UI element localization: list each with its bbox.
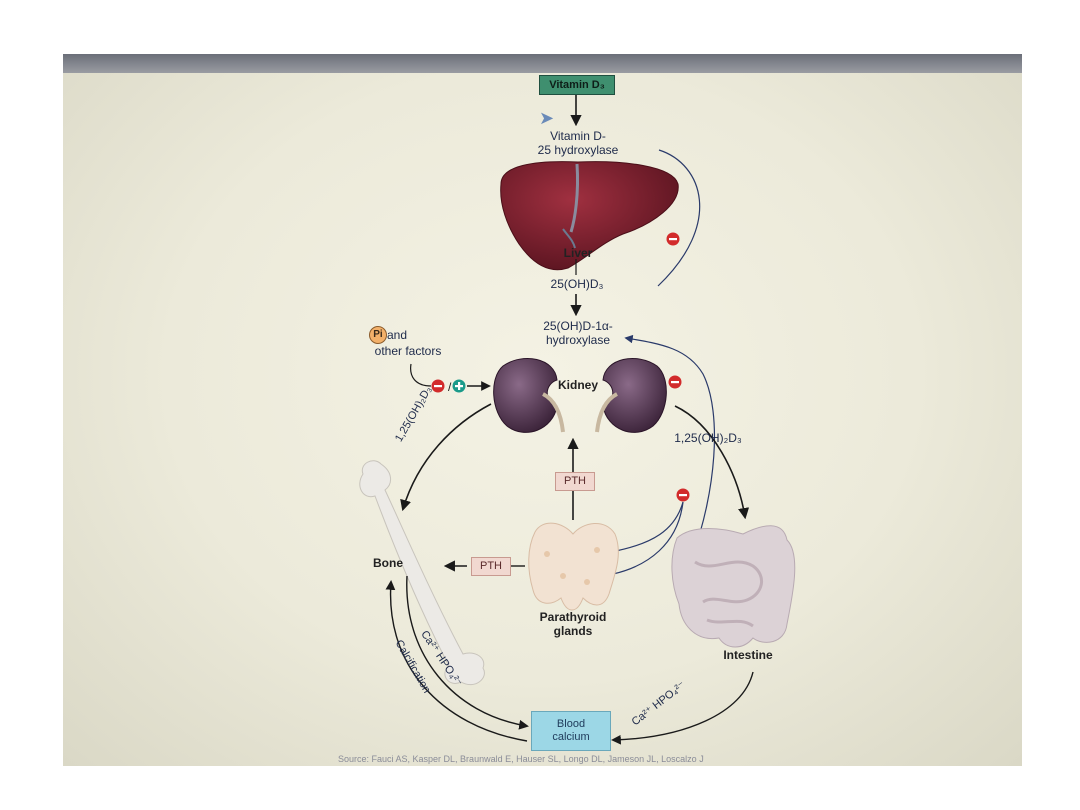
dihydroxy-label-right: 1,25(OH)₂D₃ <box>674 431 742 445</box>
feedback-loop-right <box>624 334 715 555</box>
liver-feedback-loop <box>657 149 701 287</box>
kidney-right-icon <box>595 358 667 433</box>
other-factors-label: other factors <box>374 344 442 358</box>
screen-top-bar <box>63 54 1022 73</box>
photo-of-screen: / <box>63 54 1022 766</box>
arrow-kidney-to-bone <box>400 403 492 512</box>
kidney-label: Kidney <box>557 378 598 392</box>
parathyroid-icon <box>528 522 619 611</box>
source-caption: Source: Fauci AS, Kasper DL, Braunwald E… <box>338 754 704 764</box>
bone-icon <box>359 460 485 686</box>
svg-text:/: / <box>448 380 452 394</box>
vitamin-d3-box: Vitamin D₃ <box>539 75 615 95</box>
oh-d3-label: 25(OH)D₃ <box>550 277 604 291</box>
intestine-icon <box>671 525 796 648</box>
inhibit-to-parathyroid-line <box>610 501 684 553</box>
diagram-canvas: / <box>359 95 796 745</box>
pth-box-vertical: PTH <box>555 472 595 491</box>
phosphate-badge: Pi <box>369 326 387 344</box>
enzyme-1alpha-hydroxylase: 25(OH)D-1α-hydroxylase <box>543 319 613 347</box>
factors-connector <box>410 363 432 387</box>
enzyme-25-hydroxylase: Vitamin D-25 hydroxylase <box>537 129 619 157</box>
arrow-intestine-to-blood <box>611 671 754 745</box>
factors-and-label: and <box>387 328 408 342</box>
arrow-bone-to-blood <box>406 575 529 730</box>
mouse-cursor-icon: ➤ <box>539 108 555 128</box>
pth-box-horizontal: PTH <box>471 557 511 576</box>
liver-icon <box>500 161 679 271</box>
bone-label: Bone <box>373 556 403 570</box>
intestine-label: Intestine <box>723 648 773 662</box>
arrow-blood-to-bone <box>385 580 528 742</box>
kidney-left-icon <box>493 358 565 433</box>
arrow-kidney-to-intestine <box>674 405 750 520</box>
liver-label: Liver <box>563 246 593 260</box>
